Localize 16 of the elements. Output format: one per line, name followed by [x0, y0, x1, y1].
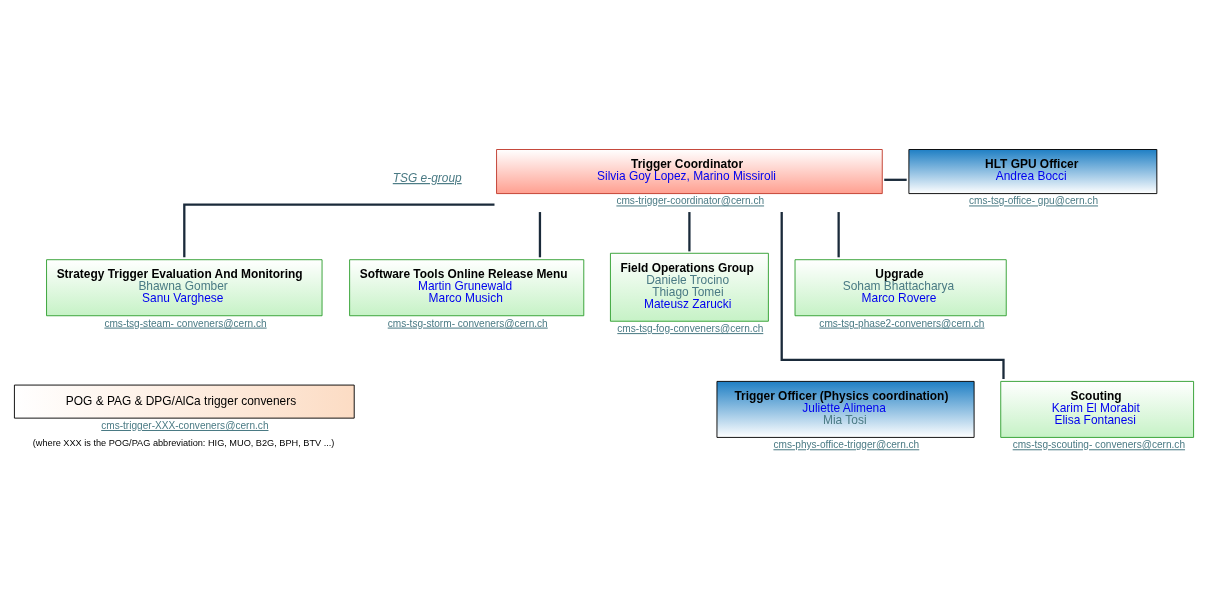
- connector: [538, 212, 542, 258]
- node-label: cms-tsg-fog-conveners@cern.ch: [617, 323, 764, 335]
- node-label: cms-tsg-phase2-conveners@cern.ch: [819, 317, 985, 329]
- node-label: cms-trigger-XXX-conveners@cern.ch: [101, 419, 269, 431]
- node-label: cms-tsg-steam- conveners@cern.ch: [104, 317, 267, 329]
- connector: [183, 203, 495, 258]
- node-label: cms-tsg-scouting- conveners@cern.ch: [1012, 439, 1186, 451]
- node-label: (where XXX is the POG/PAG abbreviation: HIG, MUO, B2G, BPH, BTV ...): [32, 437, 335, 448]
- node-label: cms-tsg-office- gpu@cern.ch: [969, 195, 1099, 207]
- connector: [837, 212, 840, 258]
- node-label: cms-phys-office-trigger@cern.ch: [773, 439, 920, 451]
- connector: [884, 178, 907, 181]
- node-label: cms-trigger-coordinator@cern.ch: [616, 195, 765, 207]
- label: TSG e-group: [392, 171, 462, 186]
- node-label: cms-tsg-storm- conveners@cern.ch: [387, 317, 548, 329]
- connector: [688, 212, 691, 252]
